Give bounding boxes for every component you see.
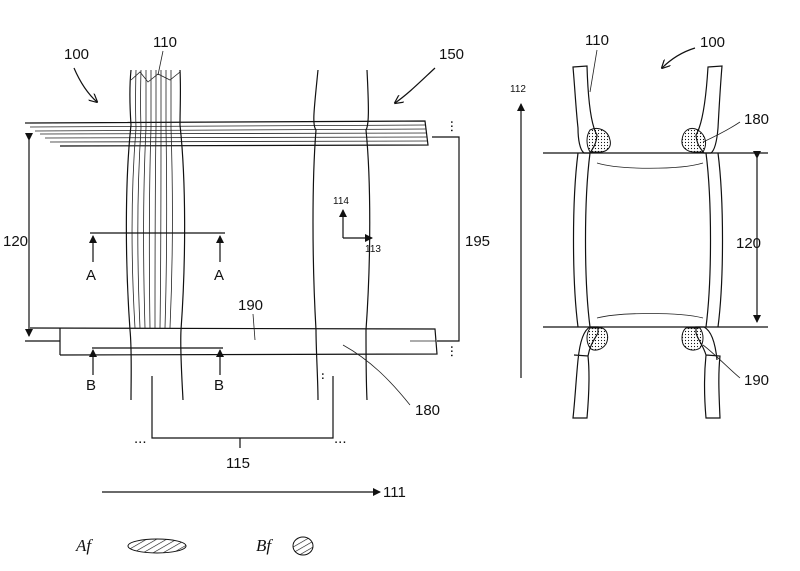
svg-text:...: ... bbox=[334, 430, 347, 447]
vertical-bundle-110 bbox=[125, 69, 186, 401]
label-115: 115 bbox=[226, 455, 250, 472]
label-100-left: 100 bbox=[64, 46, 89, 63]
label-110-right: 110 bbox=[585, 32, 609, 49]
cross-section-body bbox=[572, 152, 724, 328]
legend-a-label: Af bbox=[75, 536, 93, 555]
local-axis-114-113: 114 113 bbox=[333, 196, 381, 255]
label-a-left: A bbox=[86, 267, 96, 284]
dimension-120-right: 120 bbox=[736, 151, 761, 323]
ellipsis-marks: ... ... ... ... .. bbox=[134, 120, 464, 447]
label-120-right: 120 bbox=[736, 235, 761, 252]
label-a-right: A bbox=[214, 267, 224, 284]
section-a: A A bbox=[86, 232, 225, 284]
svg-text:..: .. bbox=[318, 372, 335, 380]
label-b-right: B bbox=[214, 377, 224, 394]
legend-b-hatched-circle bbox=[292, 536, 314, 556]
label-150: 150 bbox=[439, 46, 464, 63]
bottom-band-190 bbox=[25, 327, 438, 356]
bond-spot-bottom-right bbox=[681, 327, 704, 351]
svg-text:...: ... bbox=[447, 345, 464, 358]
direction-arrow-111: 111 bbox=[102, 484, 406, 501]
vertical-fibers-right bbox=[312, 69, 371, 401]
label-114: 114 bbox=[333, 196, 349, 207]
section-b: B B bbox=[86, 347, 224, 394]
bracket-195: 195 bbox=[432, 136, 490, 342]
label-group-left: 100 110 150 190 180 bbox=[64, 34, 464, 419]
label-180-right: 180 bbox=[744, 111, 769, 128]
label-112: 112 bbox=[510, 84, 526, 95]
label-120-left: 120 bbox=[3, 233, 28, 250]
top-band-150 bbox=[25, 120, 429, 147]
label-group-right: 110 100 180 190 bbox=[585, 32, 769, 389]
legend-b-label: Bf bbox=[256, 536, 273, 555]
bond-spot-top-right bbox=[681, 127, 707, 153]
label-b-left: B bbox=[86, 377, 96, 394]
svg-text:...: ... bbox=[447, 120, 464, 133]
label-195: 195 bbox=[465, 233, 490, 250]
label-110-left: 110 bbox=[153, 34, 177, 51]
label-113: 113 bbox=[365, 244, 381, 255]
cross-section-right-leg bbox=[695, 65, 723, 419]
svg-text:...: ... bbox=[134, 430, 147, 447]
legend: Af Bf bbox=[75, 536, 314, 556]
dimension-120-left: 120 bbox=[3, 133, 33, 337]
bond-spot-top-left bbox=[586, 127, 611, 153]
label-100-right: 100 bbox=[700, 34, 725, 51]
bracket-115: 115 bbox=[151, 376, 334, 472]
legend-a-hatched-ellipse bbox=[127, 538, 187, 554]
label-111: 111 bbox=[383, 484, 406, 501]
direction-arrow-112: 112 bbox=[510, 84, 526, 378]
label-180-left: 180 bbox=[415, 402, 440, 419]
label-190-right: 190 bbox=[744, 372, 769, 389]
bond-spot-bottom-left bbox=[586, 327, 609, 351]
label-190-left: 190 bbox=[238, 297, 263, 314]
